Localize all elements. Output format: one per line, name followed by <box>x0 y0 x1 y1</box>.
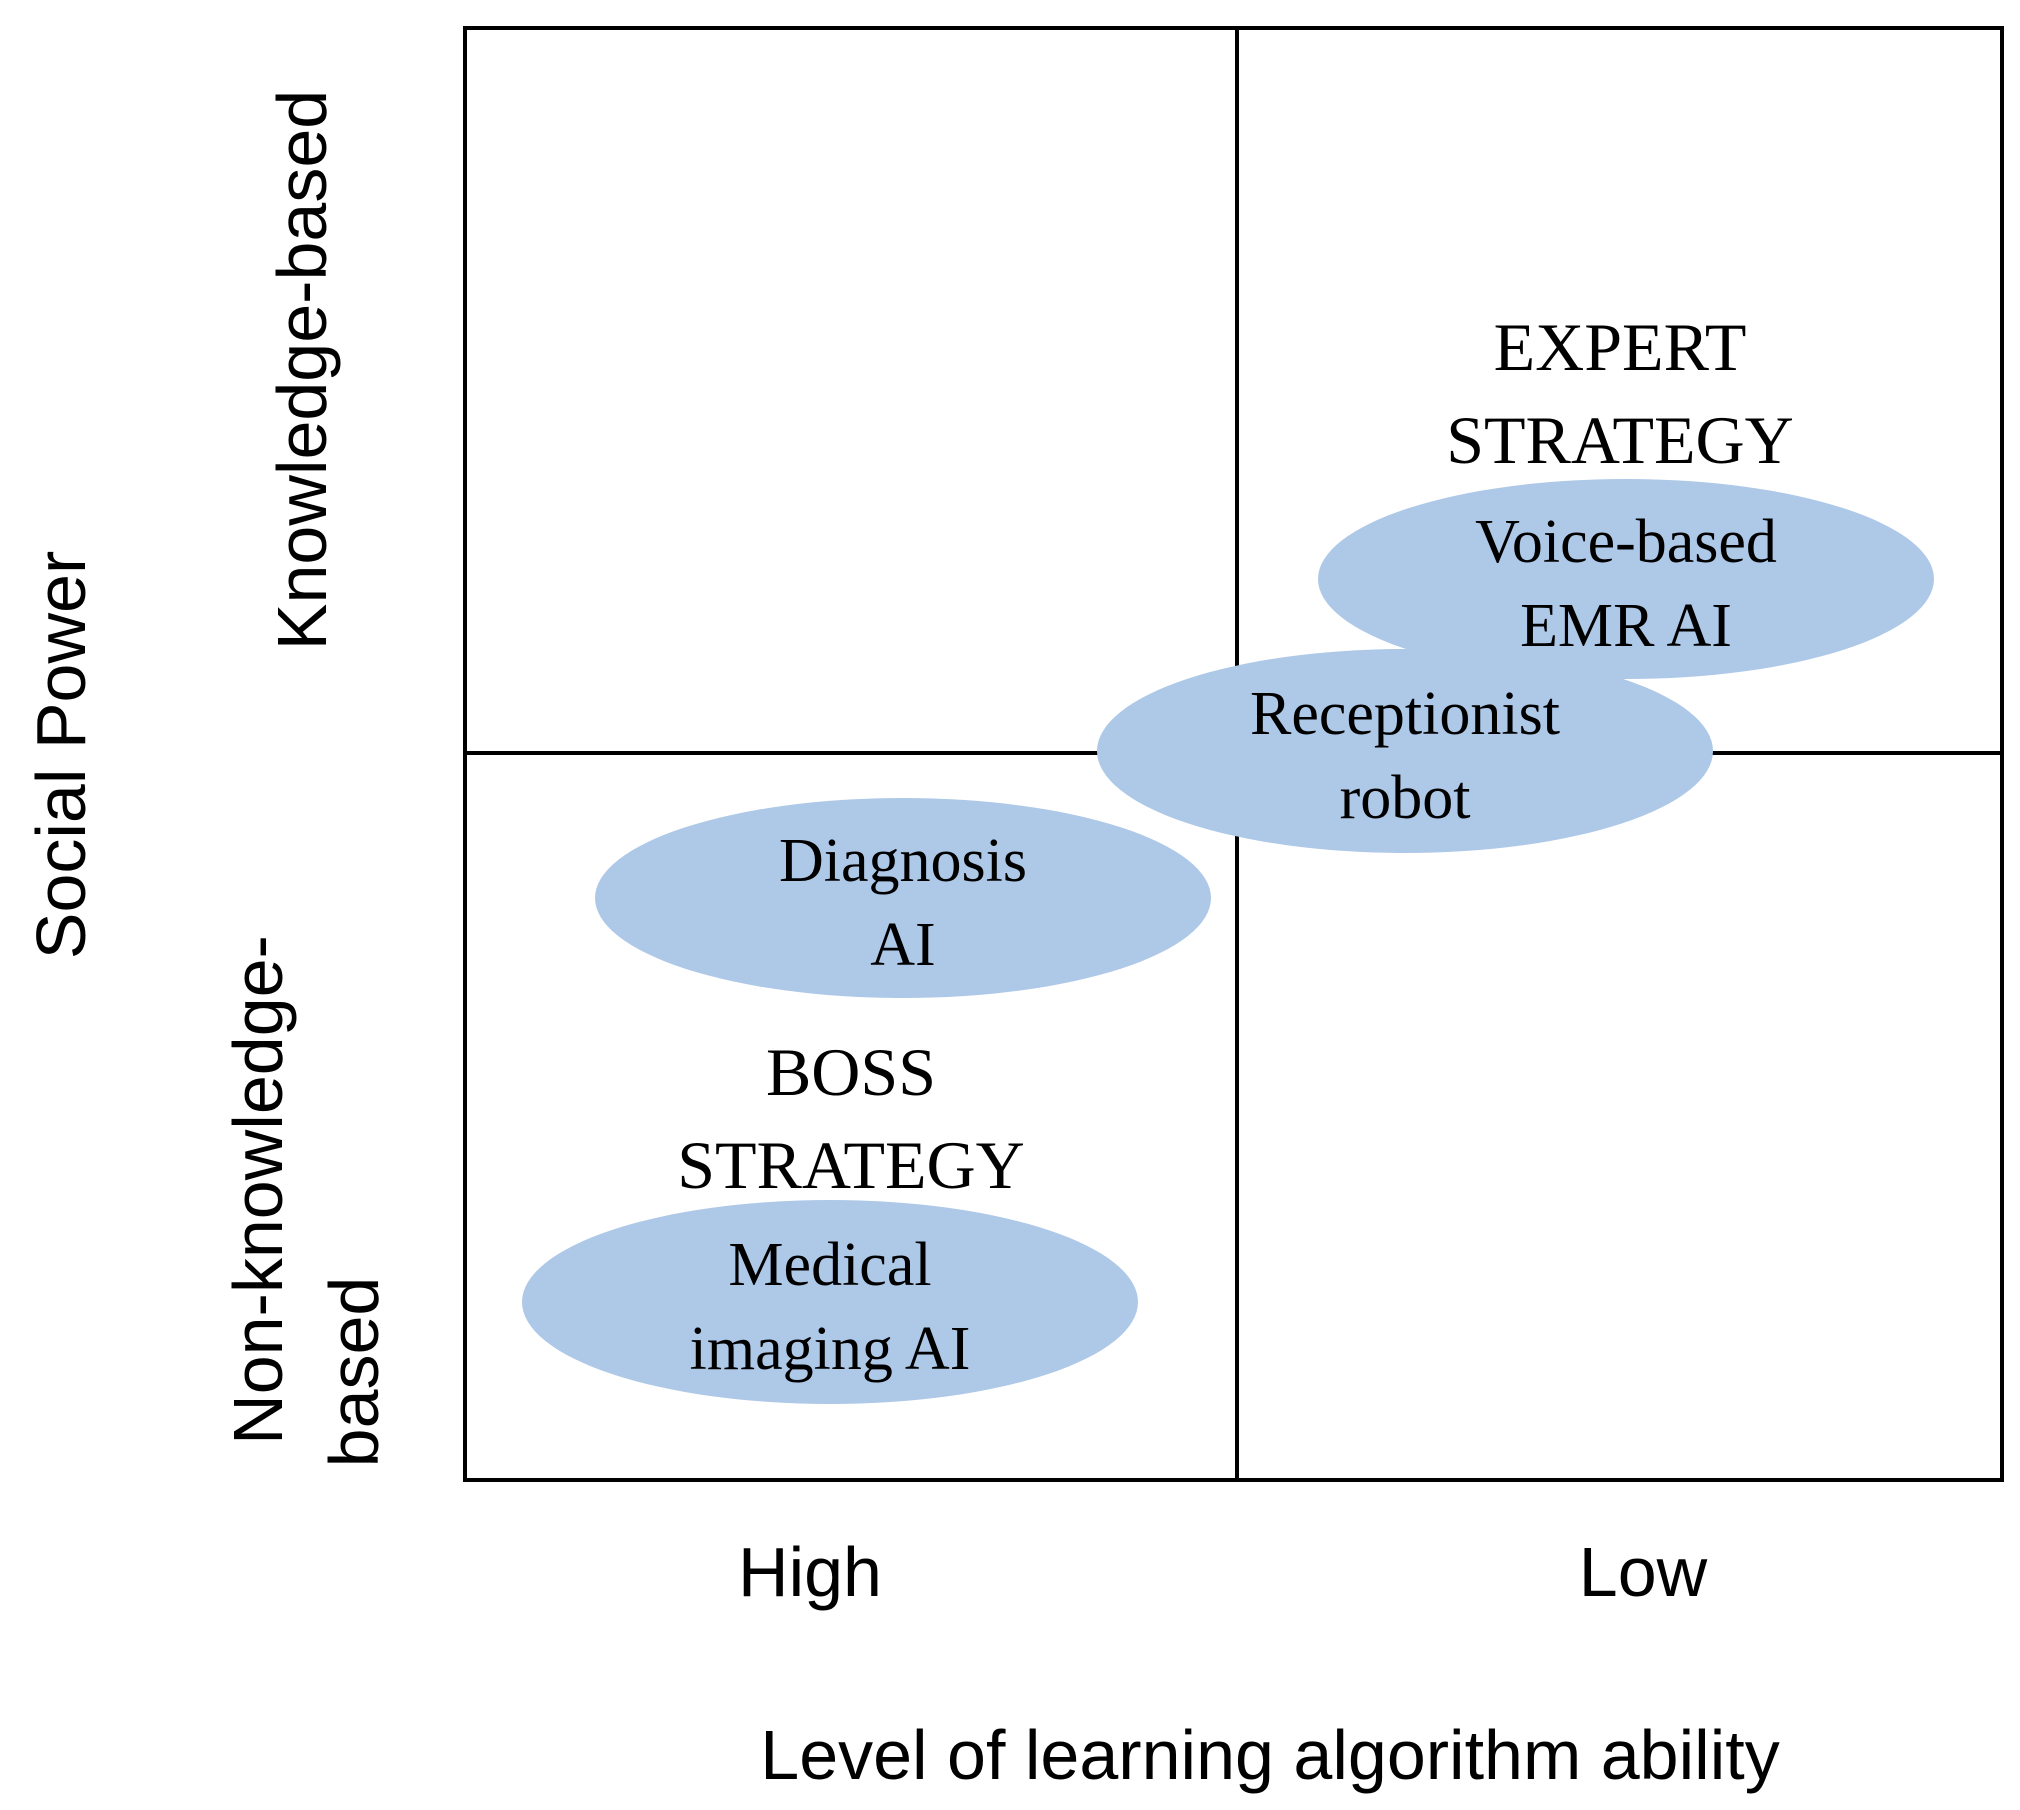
medical-imaging-ai-bubble <box>522 1200 1138 1404</box>
receptionist-robot-line2: robot <box>1340 764 1471 832</box>
voice-emr-ai-line1: Voice-based <box>1475 508 1777 576</box>
voice-emr-ai-line2: EMR AI <box>1520 592 1732 660</box>
medical-imaging-ai-line2: imaging AI <box>690 1315 971 1383</box>
receptionist-robot-bubble <box>1097 649 1713 853</box>
y-top-label: Knowledge-based <box>263 90 341 650</box>
diagnosis-ai-line2: AI <box>870 911 935 979</box>
x-low-label: Low <box>1579 1533 1708 1611</box>
voice-emr-ai-bubble <box>1318 479 1934 679</box>
x-high-label: High <box>738 1533 882 1611</box>
medical-imaging-ai-line1: Medical <box>728 1231 931 1299</box>
boss-strategy-line2: STRATEGY <box>677 1127 1025 1203</box>
x-axis-title: Level of learning algorithm ability <box>760 1716 1779 1794</box>
diagnosis-ai-bubble <box>595 798 1211 998</box>
expert-strategy-line1: EXPERT <box>1494 309 1747 385</box>
diagnosis-ai-line1: Diagnosis <box>779 827 1027 895</box>
y-bottom-label-line2: based <box>315 1277 393 1468</box>
receptionist-robot-line1: Receptionist <box>1250 680 1560 748</box>
expert-strategy-line2: STRATEGY <box>1446 402 1794 478</box>
y-bottom-label-line1: Non-knowledge- <box>219 935 297 1445</box>
y-axis-title: Social Power <box>22 551 100 960</box>
boss-strategy-line1: BOSS <box>766 1034 936 1110</box>
